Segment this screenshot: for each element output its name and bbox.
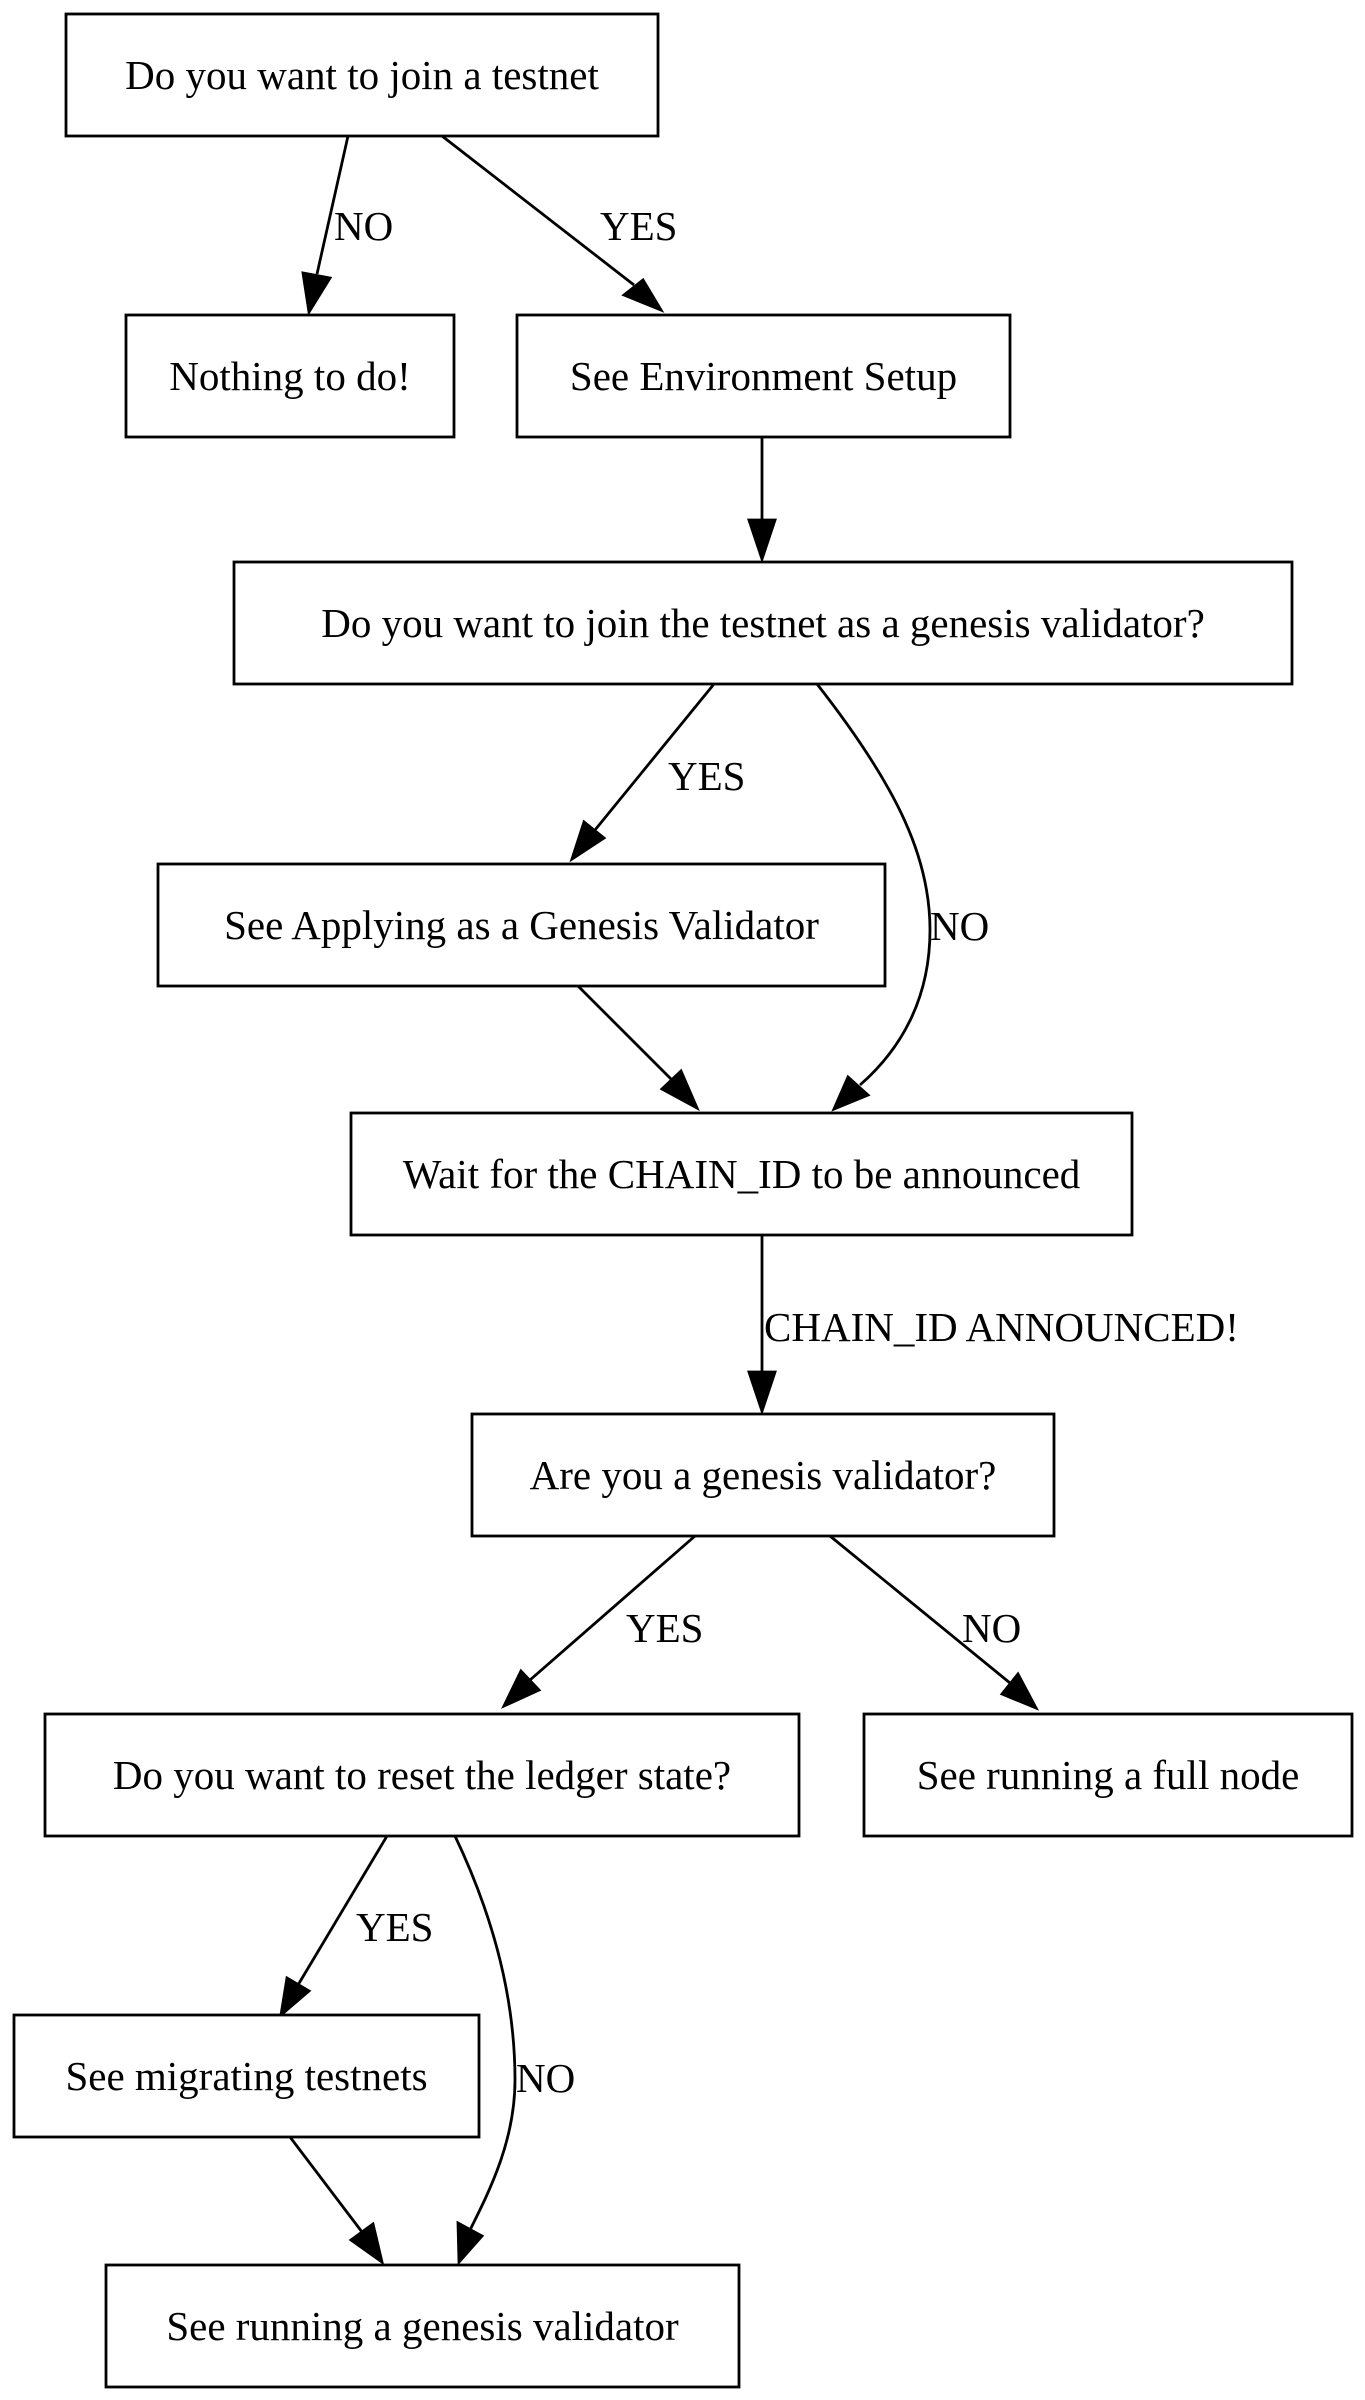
edge-wait_chain-to-are_genesis: CHAIN_ID ANNOUNCED! — [747, 1235, 1239, 1416]
node-label: See migrating testnets — [65, 2053, 427, 2099]
node-box — [232, 560, 1294, 686]
node-label: See Environment Setup — [570, 353, 957, 399]
node-label: See running a genesis validator — [166, 2303, 679, 2349]
edge-line — [441, 134, 635, 287]
node-box — [124, 313, 456, 439]
node-box — [43, 1712, 801, 1838]
edge-are_genesis-to-full_node: NO — [829, 1534, 1040, 1711]
node-label: Do you want to join a testnet — [125, 52, 599, 98]
edge-line — [815, 683, 932, 1087]
node-migrating: See migrating testnets — [12, 2013, 481, 2139]
edge-genesis_q-to-applying: YES — [569, 683, 745, 863]
node-env-setup: See Environment Setup — [515, 313, 1012, 439]
node-box — [515, 313, 1012, 439]
edge-line — [829, 1534, 1011, 1685]
node-reset-ledger: Do you want to reset the ledger state? — [43, 1712, 801, 1838]
edge-join_testnet-to-nothing: NO — [301, 135, 393, 316]
edge-label: CHAIN_ID ANNOUNCED! — [764, 1304, 1239, 1350]
node-running-genesis: See running a genesis validator — [104, 2263, 741, 2389]
node-nothing: Nothing to do! — [124, 313, 456, 439]
node-box — [470, 1412, 1056, 1538]
node-box — [156, 862, 887, 988]
arrowhead — [348, 2221, 385, 2266]
node-wait-chain: Wait for the CHAIN_ID to be announced — [349, 1111, 1134, 1237]
edge-label: YES — [626, 1605, 703, 1651]
arrowhead — [747, 518, 777, 564]
node-applying: See Applying as a Genesis Validator — [156, 862, 887, 988]
arrowhead — [501, 1668, 542, 1709]
arrowhead — [659, 1068, 700, 1112]
edge-genesis_q-to-wait_chain: NO — [815, 683, 989, 1112]
edge-applying-to-wait_chain — [577, 985, 700, 1112]
edge-reset_ledger-to-migrating: YES — [279, 1835, 433, 2019]
edge-line — [288, 2136, 364, 2233]
node-label: Nothing to do! — [169, 353, 410, 399]
arrowhead — [279, 1975, 312, 2019]
edge-label: YES — [600, 203, 677, 249]
edge-env_setup-to-genesis_q — [747, 437, 777, 564]
node-label: Wait for the CHAIN_ID to be announced — [403, 1151, 1081, 1197]
edge-label: NO — [962, 1605, 1021, 1651]
node-box — [104, 2263, 741, 2389]
arrowhead — [456, 2220, 485, 2266]
arrowhead — [747, 1370, 777, 1416]
node-box — [64, 12, 660, 138]
node-label: Do you want to join the testnet as a gen… — [321, 600, 1205, 646]
node-box — [862, 1712, 1354, 1838]
node-genesis-q: Do you want to join the testnet as a gen… — [232, 560, 1294, 686]
arrowhead — [569, 819, 607, 863]
node-box — [349, 1111, 1134, 1237]
edge-label: YES — [356, 1904, 433, 1950]
edge-label: NO — [930, 903, 989, 949]
arrowhead — [621, 277, 665, 313]
node-label: Are you a genesis validator? — [530, 1452, 997, 1498]
arrowhead — [301, 271, 333, 316]
edge-line — [593, 683, 716, 831]
edge-migrating-to-running_genesis — [288, 2136, 385, 2266]
edge-line — [577, 985, 673, 1081]
edge-line — [453, 1835, 517, 2231]
node-are-genesis: Are you a genesis validator? — [470, 1412, 1056, 1538]
node-label: Do you want to reset the ledger state? — [113, 1752, 731, 1798]
edge-join_testnet-to-env_setup: YES — [441, 134, 677, 313]
node-label: See Applying as a Genesis Validator — [224, 902, 819, 948]
edge-line — [296, 1835, 389, 1986]
edge-line — [529, 1534, 696, 1682]
edge-reset_ledger-to-running_genesis: NO — [453, 1835, 575, 2266]
node-full-node: See running a full node — [862, 1712, 1354, 1838]
edge-line — [315, 135, 350, 275]
node-label: See running a full node — [917, 1752, 1300, 1798]
edge-label: NO — [334, 203, 393, 249]
node-join-testnet: Do you want to join a testnet — [64, 12, 660, 138]
arrowhead — [999, 1671, 1040, 1711]
edge-are_genesis-to-reset_ledger: YES — [501, 1534, 703, 1709]
arrowhead — [831, 1074, 871, 1112]
node-box — [12, 2013, 481, 2139]
edge-label: YES — [668, 753, 745, 799]
edge-label: NO — [516, 2055, 575, 2101]
